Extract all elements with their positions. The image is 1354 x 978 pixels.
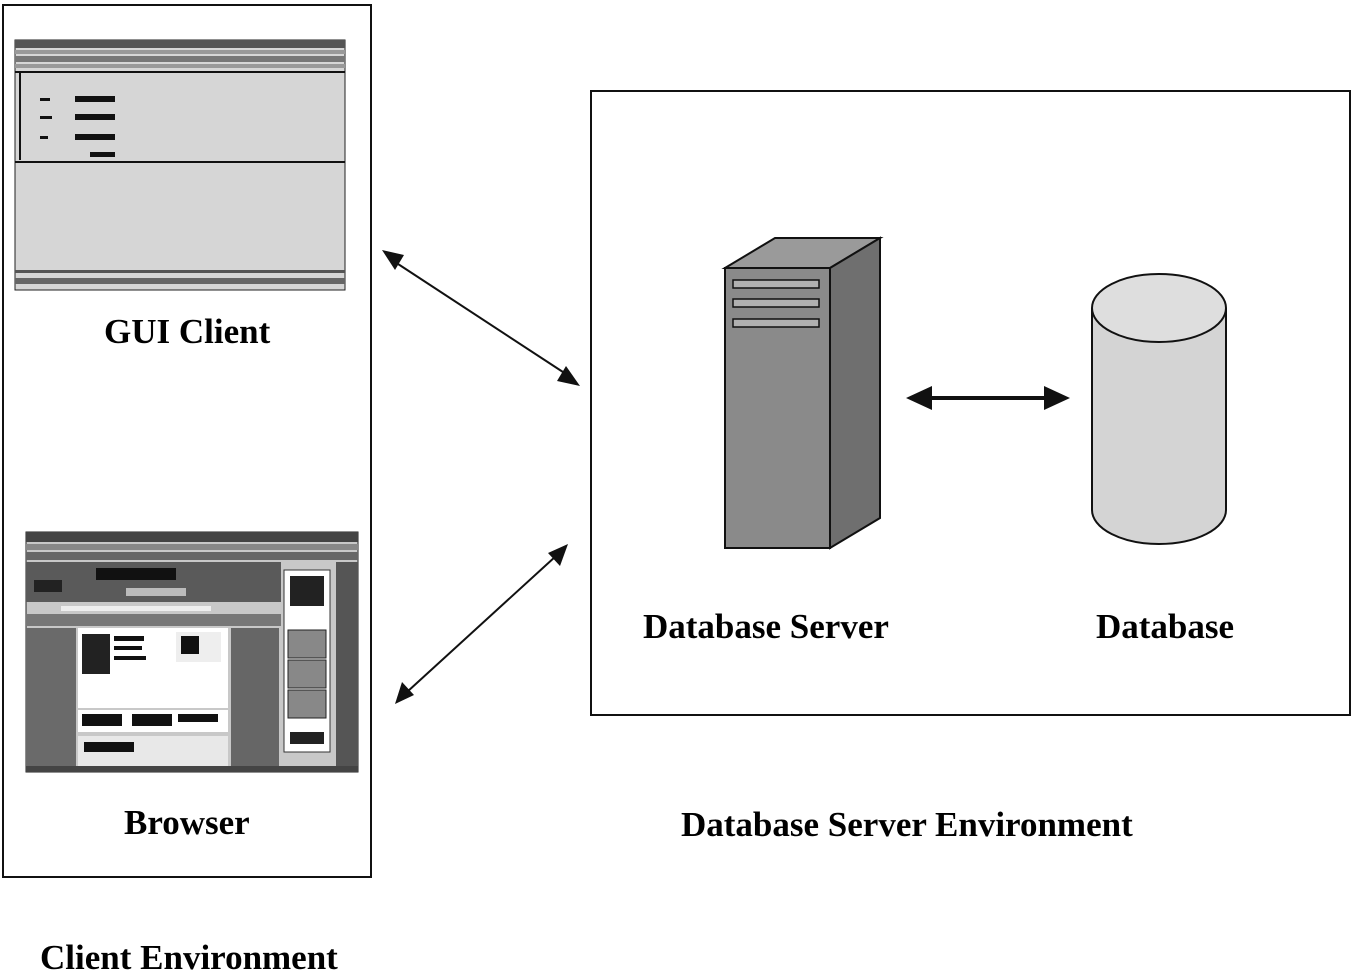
gui-client-label: GUI Client	[104, 312, 271, 351]
server-to-database-arrow	[906, 386, 1070, 410]
client-environment-caption: Client Environment	[40, 938, 338, 977]
database-label: Database	[1096, 607, 1235, 646]
server-tower-icon	[721, 236, 884, 550]
database-server-label: Database Server	[643, 607, 889, 646]
gui-client-screenshot	[14, 39, 346, 291]
browser-label: Browser	[124, 803, 250, 842]
gui-to-server-arrow	[382, 250, 580, 386]
browser-to-server-arrow	[395, 544, 568, 704]
browser-screenshot	[25, 531, 359, 773]
server-environment-caption: Database Server Environment	[681, 805, 1133, 844]
database-cylinder-icon	[1091, 273, 1227, 545]
